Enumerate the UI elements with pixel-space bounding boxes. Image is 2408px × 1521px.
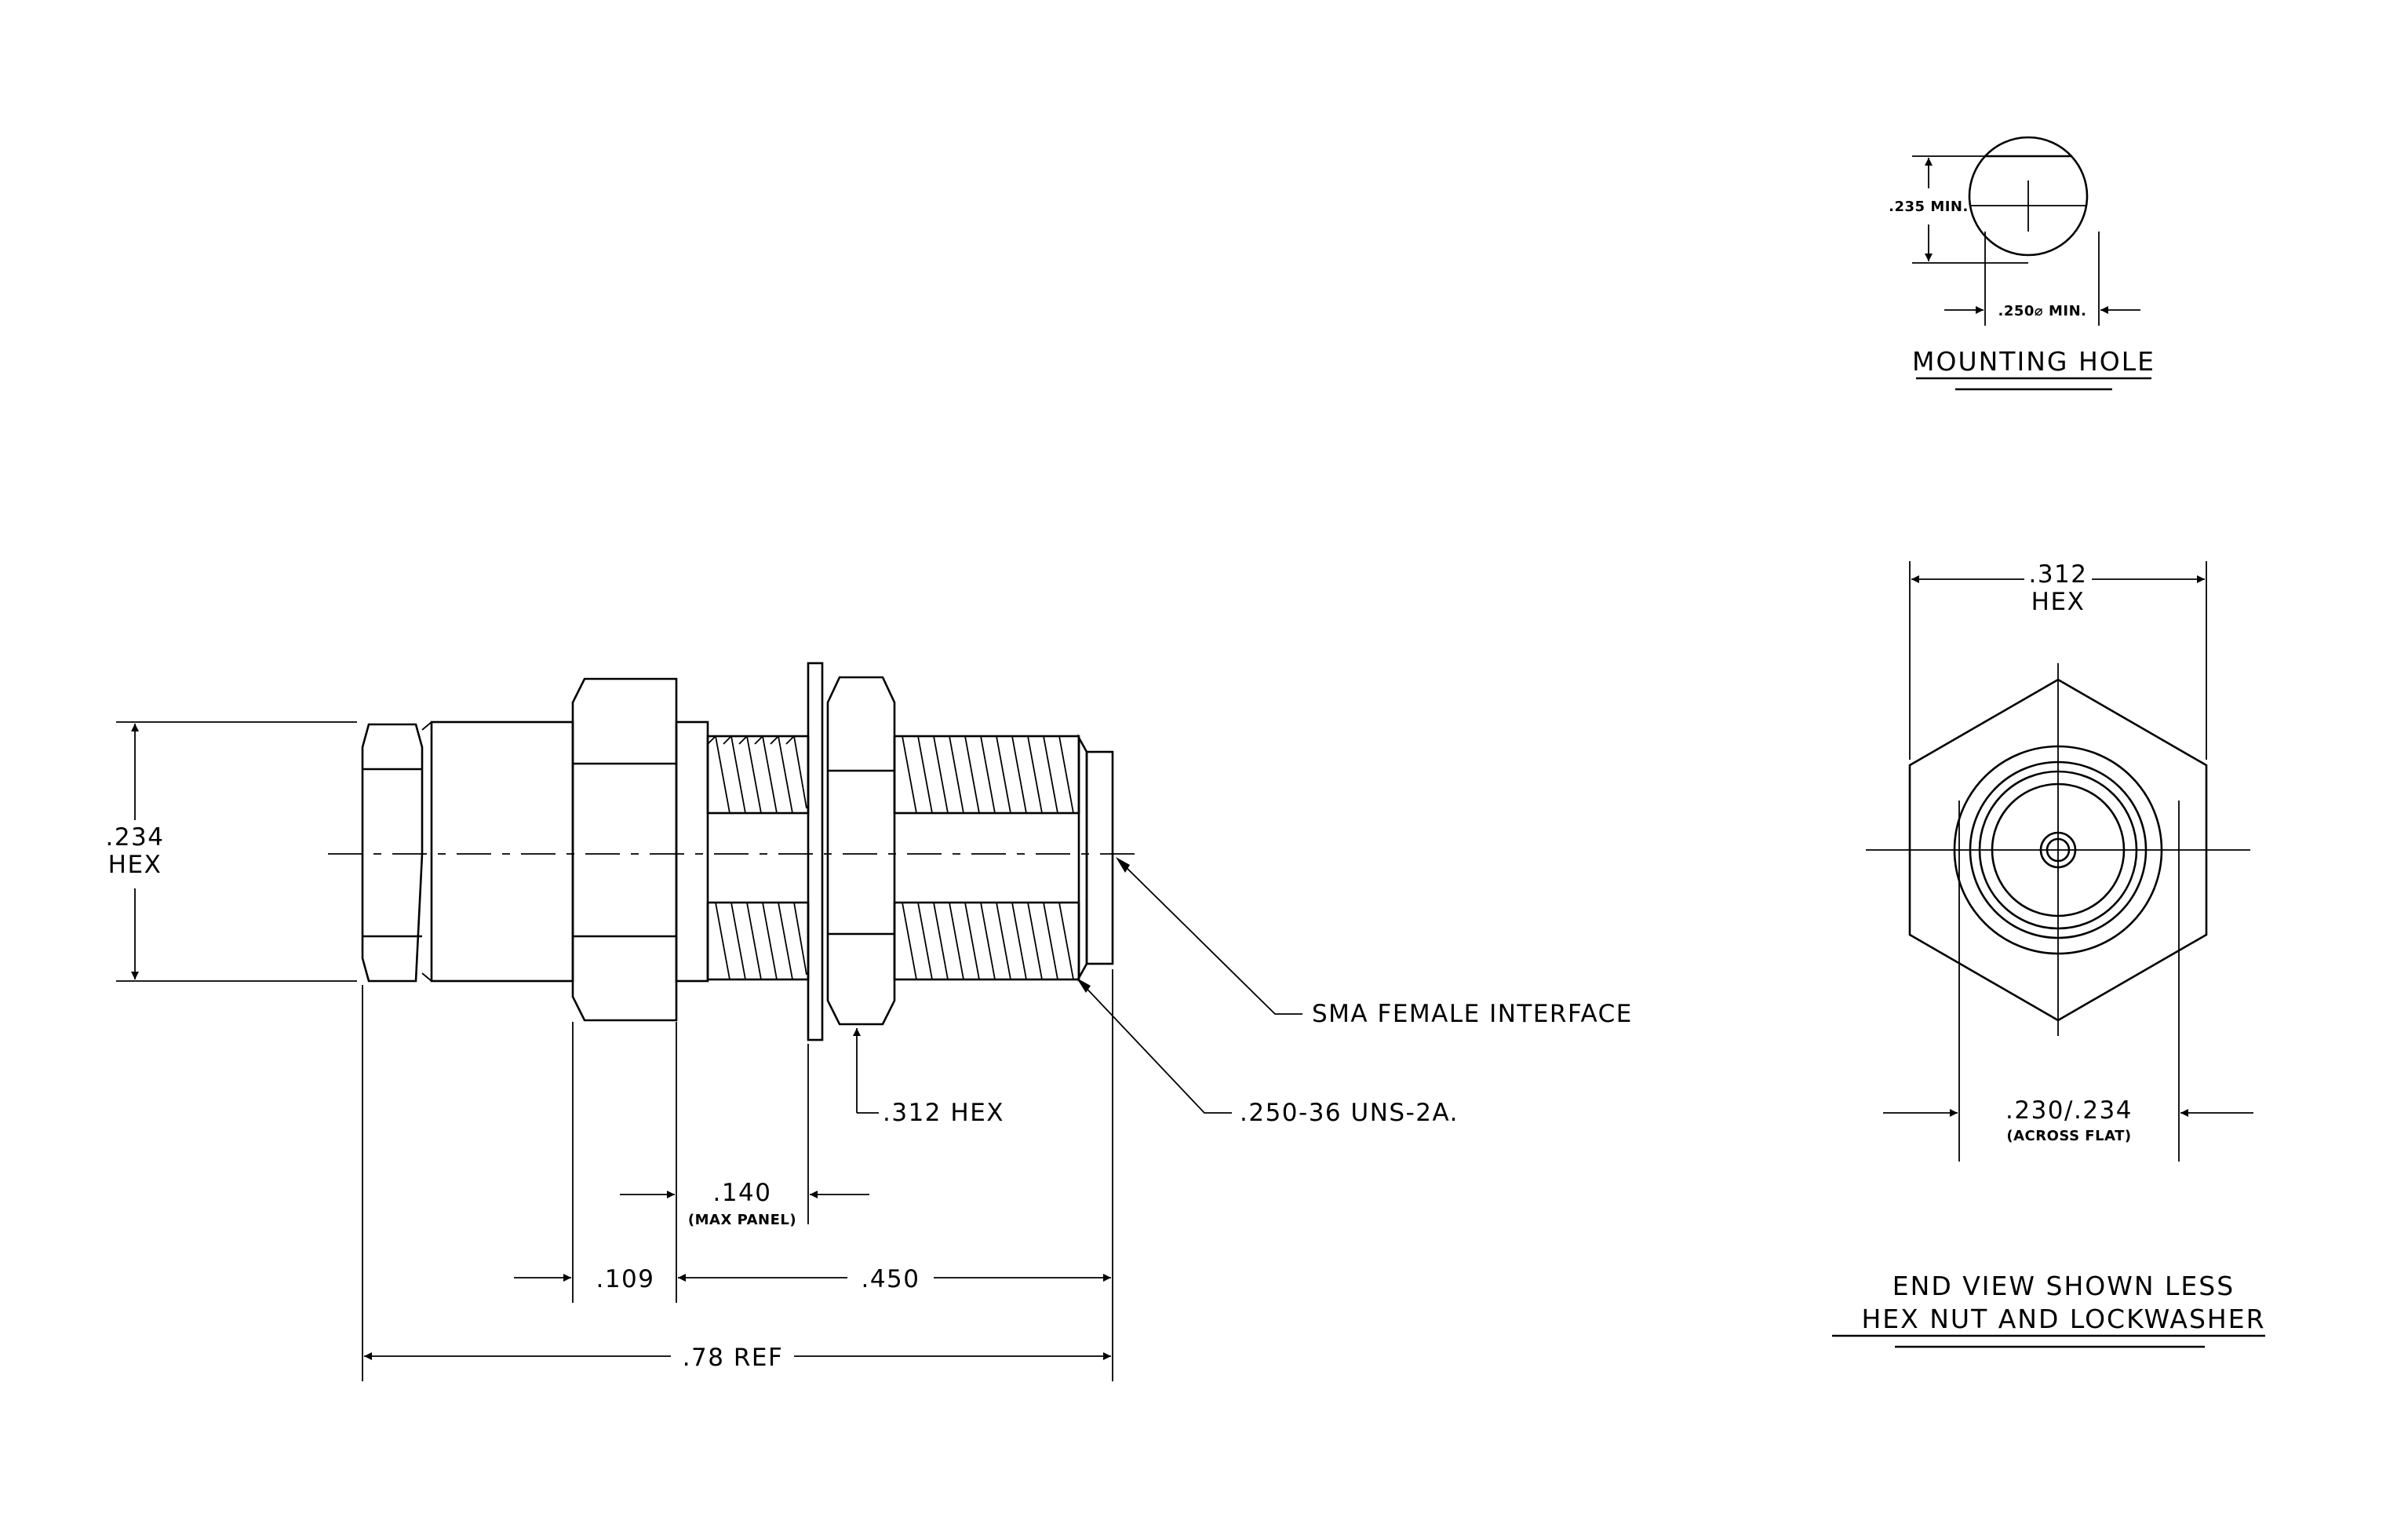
hex-body-dim: .234 <box>105 823 164 852</box>
lockwasher <box>807 662 824 1041</box>
mh-title: MOUNTING HOLE <box>1912 346 2155 377</box>
front-dim: .109 <box>596 1265 654 1293</box>
thread-len-dim: .450 <box>861 1265 920 1293</box>
side-dimensions: .234 HEX .140 (MAX PANEL) .109 .450 .78 … <box>105 721 1633 1381</box>
side-view <box>328 662 1142 1041</box>
thread-callout: .250-36 UNS-2A. <box>1240 1099 1459 1127</box>
mh-dia-dim: .250⌀ MIN. <box>1998 303 2086 319</box>
thread-lower-rear <box>706 901 810 981</box>
shoulder <box>675 720 709 983</box>
rear-hex <box>361 723 424 983</box>
end-flat-dim: .230/.234 <box>2005 1096 2133 1125</box>
overall-dim: .78 REF <box>683 1344 784 1372</box>
body-cylinder <box>430 720 574 983</box>
thread-upper-front <box>893 735 1080 815</box>
end-title-2: HEX NUT AND LOCKWASHER <box>1861 1304 2265 1334</box>
nut-callout: .312 HEX <box>883 1099 1004 1127</box>
mh-height-dim: .235 MIN. <box>1889 199 1969 215</box>
end-hex-dim: .312 <box>2028 560 2087 589</box>
interface-face <box>1085 750 1114 965</box>
hex-nut <box>826 676 896 1026</box>
interface-callout: SMA FEMALE INTERFACE <box>1312 1000 1633 1028</box>
thread-lower-front <box>893 901 1080 981</box>
panel-dim: .140 <box>712 1179 771 1207</box>
end-title-1: END VIEW SHOWN LESS <box>1893 1271 2235 1301</box>
front-tip <box>1077 733 1088 983</box>
d-hole <box>1968 155 2089 257</box>
hex-body-dim-sub: HEX <box>108 851 162 879</box>
mounting-hole-view: .235 MIN. .250⌀ MIN. MOUNTING HOLE <box>1889 136 2155 391</box>
thread-upper-rear <box>706 735 810 815</box>
end-view: .312 HEX .230/.234 (ACROSS FLAT) END VIE… <box>1832 560 2265 1348</box>
end-hex-dim-sub: HEX <box>2031 588 2086 616</box>
main-hex <box>571 677 678 1022</box>
panel-dim-sub: (MAX PANEL) <box>688 1212 796 1228</box>
end-flat-dim-sub: (ACROSS FLAT) <box>2006 1128 2131 1144</box>
